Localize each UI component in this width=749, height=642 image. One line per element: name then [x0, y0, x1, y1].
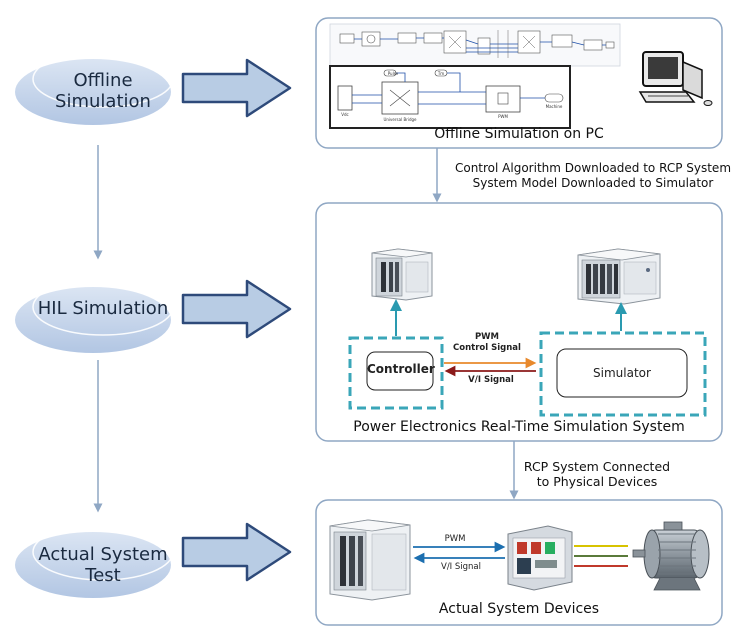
controller-dashed-box: [348, 336, 444, 410]
hil-pwm-label-line1: PWM: [474, 332, 500, 342]
transition-note-2-line1: RCP System Connected: [523, 459, 671, 474]
panel-hil: [315, 202, 723, 442]
simulink-label-machine: Machine: [546, 104, 563, 109]
transition-note-1: Control Algorithm Downloaded to RCP Syst…: [445, 161, 741, 191]
transition-note-2-line2: to Physical Devices: [536, 474, 658, 489]
big-arrow-offline: [181, 58, 292, 118]
panel-caption-actual: Actual System Devices: [438, 601, 600, 617]
panel-caption-offline: Offline Simulation on PC: [434, 126, 604, 142]
big-arrow-actual: [181, 522, 292, 582]
stage-label-hil-line1: HIL Simulation: [37, 298, 169, 319]
controller-label: Controller: [367, 362, 435, 376]
stage-ellipse-offline: [15, 50, 174, 125]
motor-icon: [632, 521, 710, 591]
simulink-model: Pulse Tm Universal Bridge PWM Machine Vd…: [329, 23, 621, 129]
hil-vi-label: V/I Signal: [468, 375, 514, 385]
simulator-box: [556, 348, 688, 398]
transition-note-1-line1: Control Algorithm Downloaded to RCP Syst…: [454, 161, 732, 175]
big-arrow-hil: [181, 279, 292, 339]
stage-label-offline-line2: Simulation: [55, 91, 151, 112]
simulator-dashed-box: [539, 331, 707, 417]
simulink-label-pulse: Pulse: [388, 71, 399, 76]
simulink-label-tm: Tm: [437, 71, 444, 76]
simulink-label-vdc: Vdc: [341, 112, 348, 117]
panel-caption-hil: Power Electronics Real-Time Simulation S…: [353, 419, 685, 435]
actual-pwm-label: PWM: [444, 534, 466, 544]
simulink-label-pwm: PWM: [498, 114, 508, 119]
hil-pwm-label-line2: Control Signal: [453, 343, 521, 353]
rcp-device-chassis-icon: [329, 519, 411, 601]
desktop-pc-icon: [638, 51, 713, 106]
stage-label-actual-line2: Test: [85, 565, 121, 586]
stage-label-hil: HIL Simulation: [22, 298, 184, 319]
transition-note-2: RCP System Connected to Physical Devices: [522, 459, 672, 489]
actual-vi-label: V/I Signal: [441, 562, 481, 572]
power-converter-icon: [507, 525, 573, 591]
stage-label-actual: Actual System Test: [25, 544, 181, 586]
stage-ellipse-actual: [15, 523, 174, 598]
stage-ellipse-hil: [15, 278, 174, 353]
stage-label-offline-line1: Offline: [73, 70, 133, 91]
simulator-label: Simulator: [593, 366, 651, 380]
rcp-chassis-icon: [371, 248, 433, 301]
simulator-chassis-icon: [577, 248, 661, 305]
hil-pwm-label: PWM Control Signal: [446, 332, 528, 354]
controller-box: [366, 351, 434, 391]
transition-note-1-line2: System Model Downloaded to Simulator: [472, 176, 714, 190]
stage-label-actual-line1: Actual System: [38, 544, 168, 565]
simulink-label-bridge: Universal Bridge: [383, 117, 417, 122]
stage-label-offline: Offline Simulation: [28, 70, 178, 112]
